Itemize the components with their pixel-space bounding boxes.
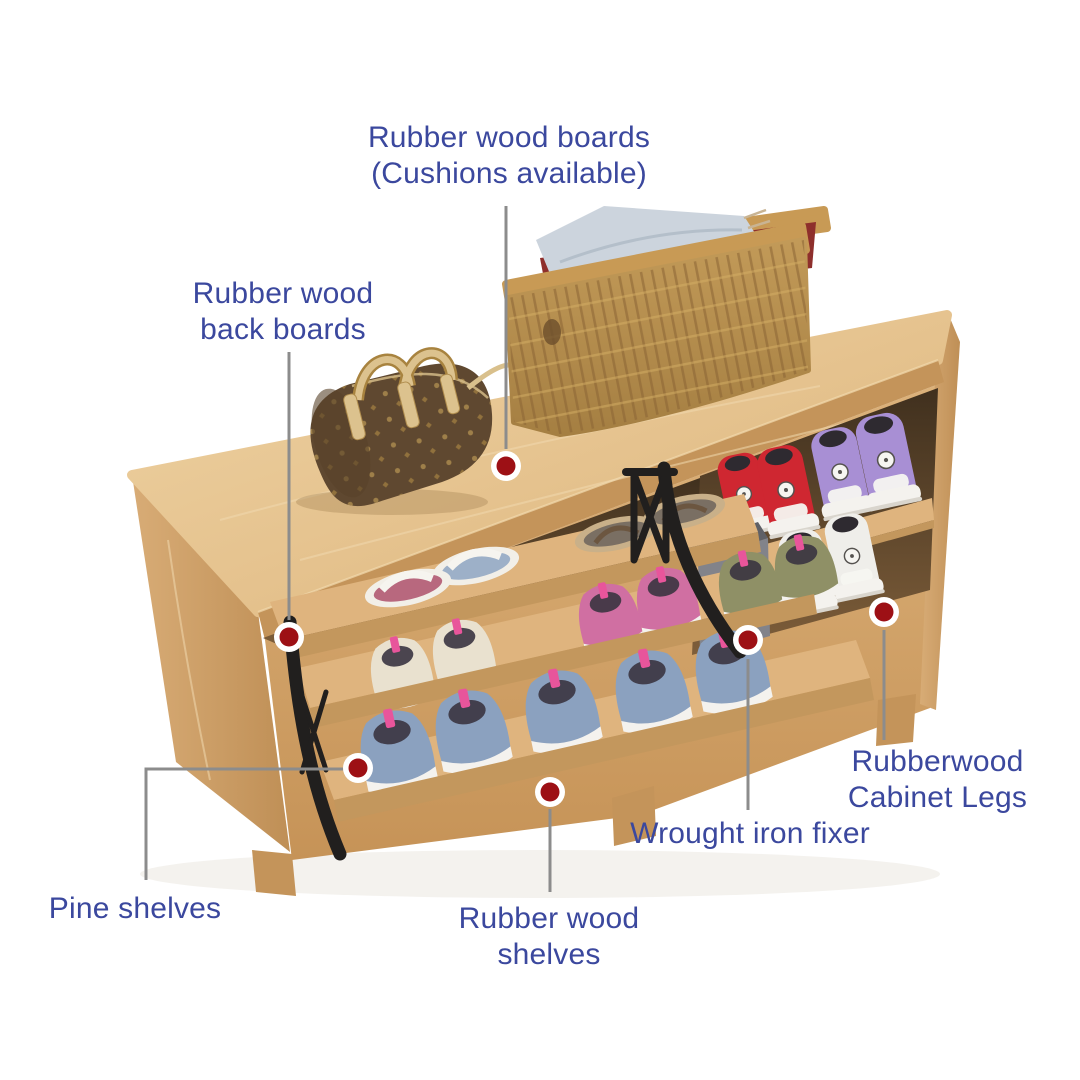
right-side-panel (920, 318, 960, 710)
marker-back-boards (274, 622, 304, 652)
tilt-out-shelf-middle (298, 528, 842, 728)
leader-lines (144, 206, 886, 892)
label-rubber-wood-shelves: Rubber wood shelves (458, 902, 640, 971)
label-rubber-wood-back-boards: Rubber wood back boards (192, 277, 374, 346)
annotation-markers (274, 451, 899, 807)
cabinet-leg (876, 694, 916, 746)
bag-handles (343, 347, 525, 441)
shoe-bench (127, 310, 960, 896)
monogram-handbag (296, 347, 525, 515)
marker-cabinet-legs (869, 597, 899, 627)
tilt-out-shelf-bottom (320, 621, 874, 822)
marker-pine-shelves (343, 753, 373, 783)
label-rubberwood-cabinet-legs: Rubberwood Cabinet Legs (847, 745, 1028, 814)
label-wrought-iron-fixer: Wrought iron fixer (630, 817, 870, 850)
marker-rubber-wood-boards (491, 451, 521, 481)
ground-shadow (140, 850, 940, 898)
label-pine-shelves: Pine shelves (48, 892, 222, 925)
cabinet-leg (612, 786, 656, 846)
label-rubber-wood-boards: Rubber wood boards (Cushions available) (367, 121, 651, 190)
marker-iron-fixer (733, 625, 763, 655)
cabinet-leg (252, 850, 296, 896)
iron-bracket-middle (622, 461, 747, 659)
leader-pine-shelves (144, 767, 343, 880)
marker-rubber-wood-shelves (535, 777, 565, 807)
wicker-basket (502, 206, 831, 437)
